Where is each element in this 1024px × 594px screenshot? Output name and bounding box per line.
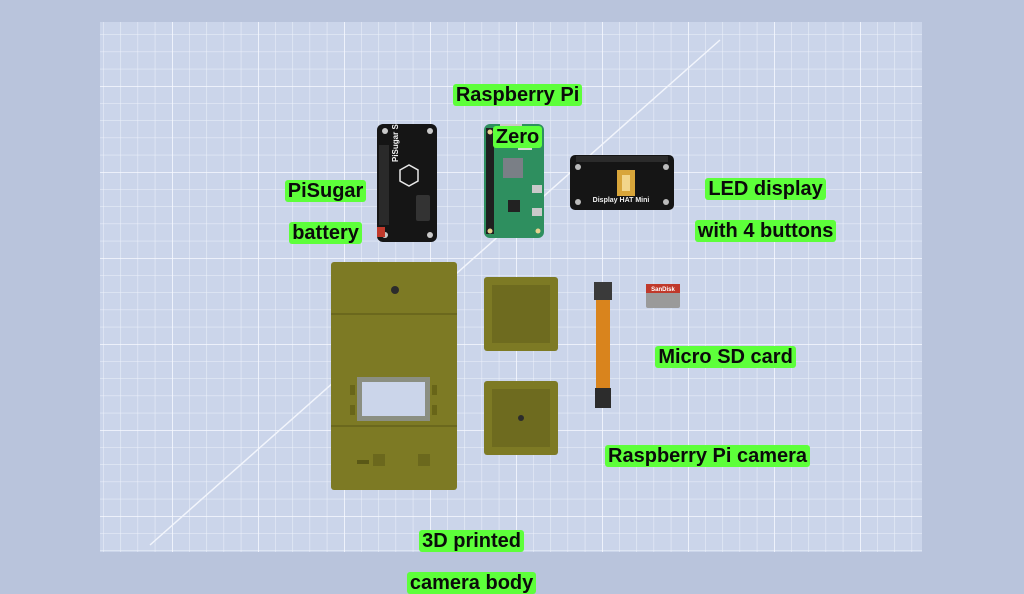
label-pi-zero-line1: Raspberry Pi bbox=[452, 84, 583, 106]
label-body-line1: 3D printed bbox=[419, 530, 525, 552]
label-pisugar-battery: PiSugar battery bbox=[262, 160, 378, 244]
label-micro-sd-line1: Micro SD card bbox=[655, 346, 796, 368]
label-raspberry-pi-camera: Raspberry Pi camera bbox=[586, 425, 818, 467]
sd-brand-text: SanDisk bbox=[651, 287, 675, 293]
display-board-text: Display HAT Mini bbox=[593, 197, 650, 204]
label-pisugar-line2: battery bbox=[289, 222, 362, 244]
camera-body-plate bbox=[331, 262, 457, 490]
label-raspberry-pi-zero: Raspberry Pi Zero bbox=[430, 64, 594, 148]
parts-photo: PiSugar S Display HAT Mini bbox=[100, 22, 922, 552]
led-display-board: Display HAT Mini bbox=[570, 155, 674, 210]
raspberry-pi-camera-ribbon bbox=[594, 282, 612, 408]
label-led-line2: with 4 buttons bbox=[694, 220, 837, 242]
label-body-line2: camera body bbox=[406, 572, 537, 594]
pisugar-board-text: PiSugar S bbox=[391, 124, 400, 162]
label-micro-sd-card: Micro SD card bbox=[640, 326, 800, 368]
label-pi-zero-line2: Zero bbox=[492, 126, 543, 148]
pisugar-battery-board: PiSugar S bbox=[377, 124, 437, 242]
label-3d-printed-camera-body: 3D printed camera body bbox=[384, 510, 548, 594]
camera-body-frame-bottom bbox=[484, 381, 558, 455]
label-pisugar-line1: PiSugar bbox=[284, 180, 367, 202]
label-led-display: LED display with 4 buttons bbox=[672, 158, 848, 242]
label-led-line1: LED display bbox=[705, 178, 826, 200]
micro-sd-card: SanDisk bbox=[646, 284, 680, 308]
camera-body-frame-top bbox=[484, 277, 558, 351]
label-camera-line1: Raspberry Pi camera bbox=[605, 445, 811, 467]
